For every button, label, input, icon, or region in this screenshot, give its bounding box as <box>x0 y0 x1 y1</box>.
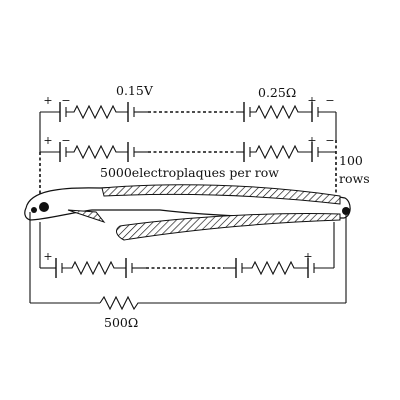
electrode-dot-icon <box>342 207 350 215</box>
plus-sign: + <box>303 250 312 263</box>
minus-sign: − <box>61 94 70 107</box>
minus-sign: − <box>325 134 334 147</box>
electrode-dot-icon <box>39 202 49 212</box>
zigzag-resistor-icon <box>66 104 128 120</box>
eel-upper-fin <box>101 184 341 205</box>
row-1: + − + − <box>39 94 337 140</box>
eel-pectoral-fin <box>67 209 106 224</box>
row-100: + + <box>39 222 335 278</box>
row-2: + − + − <box>39 134 336 162</box>
zigzag-resistor-icon <box>242 260 308 276</box>
eel-lower-fin <box>116 213 341 241</box>
plus-sign: + <box>307 94 316 107</box>
rows-count-label: 100 <box>339 153 363 168</box>
rows-word-label: rows <box>339 171 370 186</box>
zigzag-resistor-icon <box>99 295 146 311</box>
minus-sign: − <box>325 94 334 107</box>
plaques-per-row-label: 5000electroplaques per row <box>100 165 279 180</box>
zigzag-resistor-icon <box>250 104 312 120</box>
electric-eel-illustration <box>24 184 351 241</box>
minus-sign: − <box>61 134 70 147</box>
internal-resistance-label: 0.25Ω <box>258 85 296 100</box>
external-circuit <box>29 212 347 311</box>
zigzag-resistor-icon <box>62 260 126 276</box>
zigzag-resistor-icon <box>250 144 312 160</box>
plus-sign: + <box>307 134 316 147</box>
external-resistance-label: 500Ω <box>104 315 138 330</box>
eel-eye <box>31 207 37 213</box>
plus-sign: + <box>43 94 52 107</box>
plus-sign: + <box>43 134 52 147</box>
cell-voltage-label: 0.15V <box>116 83 154 98</box>
zigzag-resistor-icon <box>66 144 128 160</box>
plus-sign: + <box>43 250 52 263</box>
